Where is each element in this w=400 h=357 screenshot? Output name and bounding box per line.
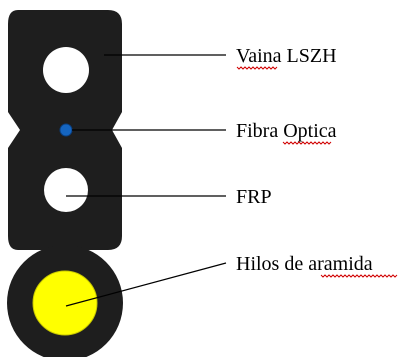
optical-fiber-dot <box>59 123 73 137</box>
leader-line-aramid <box>65 262 227 307</box>
label-vaina-lszh: Vaina LSZH <box>236 45 337 67</box>
upper-frp-hole <box>43 47 89 93</box>
lower-frp-hole <box>44 168 88 212</box>
spellcheck-squiggle-aramida <box>320 274 398 278</box>
label-fibra-optica: Fibra Optica <box>236 120 337 142</box>
label-hilos-de-aramida: Hilos de aramida <box>236 253 373 275</box>
aramid-yarn-core <box>32 270 98 336</box>
spellcheck-squiggle-optica <box>282 141 332 145</box>
spellcheck-squiggle-vaina <box>236 66 278 70</box>
label-frp: FRP <box>236 186 272 208</box>
